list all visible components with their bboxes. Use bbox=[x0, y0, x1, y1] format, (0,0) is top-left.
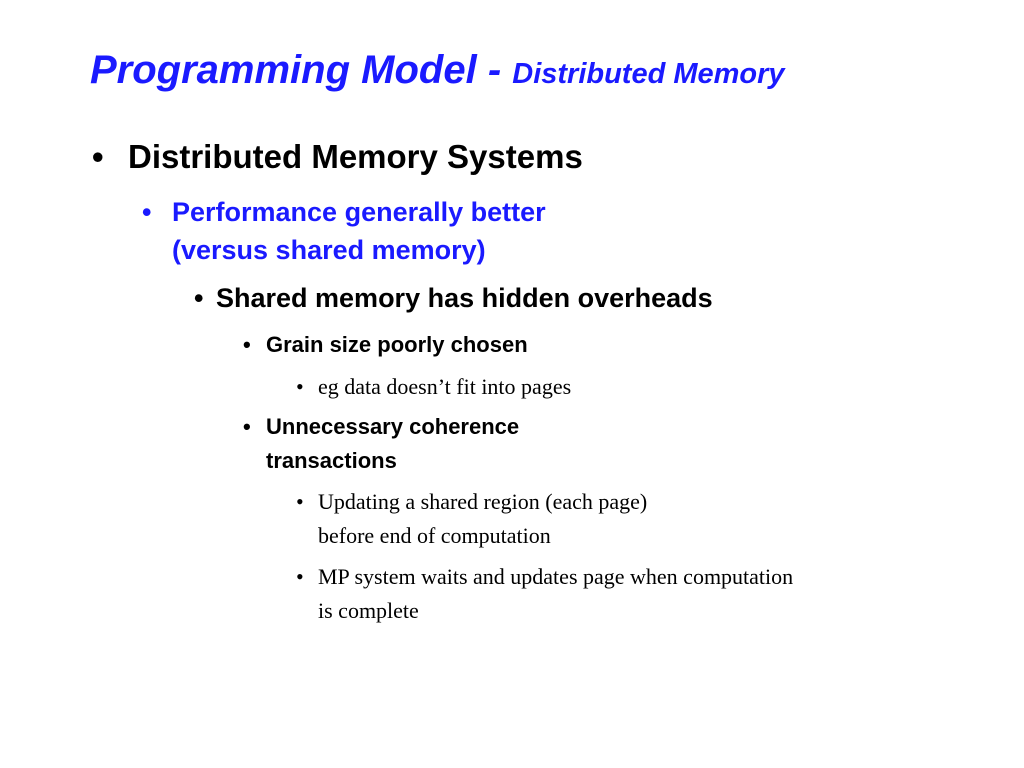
bullet-marker: • bbox=[142, 197, 152, 227]
bullet-mp-line1: MP system waits and updates page when co… bbox=[318, 564, 794, 589]
bullet-performance-better: Performance generally better (versus sha… bbox=[172, 193, 546, 269]
bullet-grain-size: Grain size poorly chosen bbox=[266, 332, 528, 357]
bullet-marker: • bbox=[296, 564, 304, 589]
bullet-performance-line1: Performance generally better bbox=[172, 197, 546, 227]
bullet-marker: • bbox=[243, 414, 251, 439]
bullet-shared-memory-overheads: Shared memory has hidden overheads bbox=[216, 283, 713, 313]
slide-title-subtitle: Distributed Memory bbox=[512, 58, 785, 90]
bullet-marker: • bbox=[296, 489, 304, 514]
bullet-marker: • bbox=[194, 283, 204, 313]
bullet-performance-line2: (versus shared memory) bbox=[172, 235, 486, 265]
bullet-unnecessary-coherence: Unnecessary coherence transactions bbox=[266, 410, 519, 478]
bullet-updating-shared-region: Updating a shared region (each page) bef… bbox=[318, 485, 647, 553]
bullet-mp-line2: is complete bbox=[318, 598, 419, 623]
bullet-marker: • bbox=[243, 332, 251, 357]
bullet-distributed-memory-systems: Distributed Memory Systems bbox=[128, 138, 583, 175]
slide-title-main: Programming Model - bbox=[90, 48, 513, 92]
bullet-updating-line1: Updating a shared region (each page) bbox=[318, 489, 648, 514]
bullet-coherence-line2: transactions bbox=[266, 448, 397, 473]
bullet-eg-data: eg data doesn’t fit into pages bbox=[318, 374, 572, 399]
bullet-marker: • bbox=[92, 138, 104, 175]
bullet-updating-line2: before end of computation bbox=[318, 523, 551, 548]
bullet-marker: • bbox=[296, 374, 304, 399]
bullet-coherence-line1: Unnecessary coherence bbox=[266, 414, 520, 439]
slide-title: Programming Model - Distributed Memory bbox=[90, 48, 785, 93]
bullet-mp-system-waits: MP system waits and updates page when co… bbox=[318, 560, 793, 628]
